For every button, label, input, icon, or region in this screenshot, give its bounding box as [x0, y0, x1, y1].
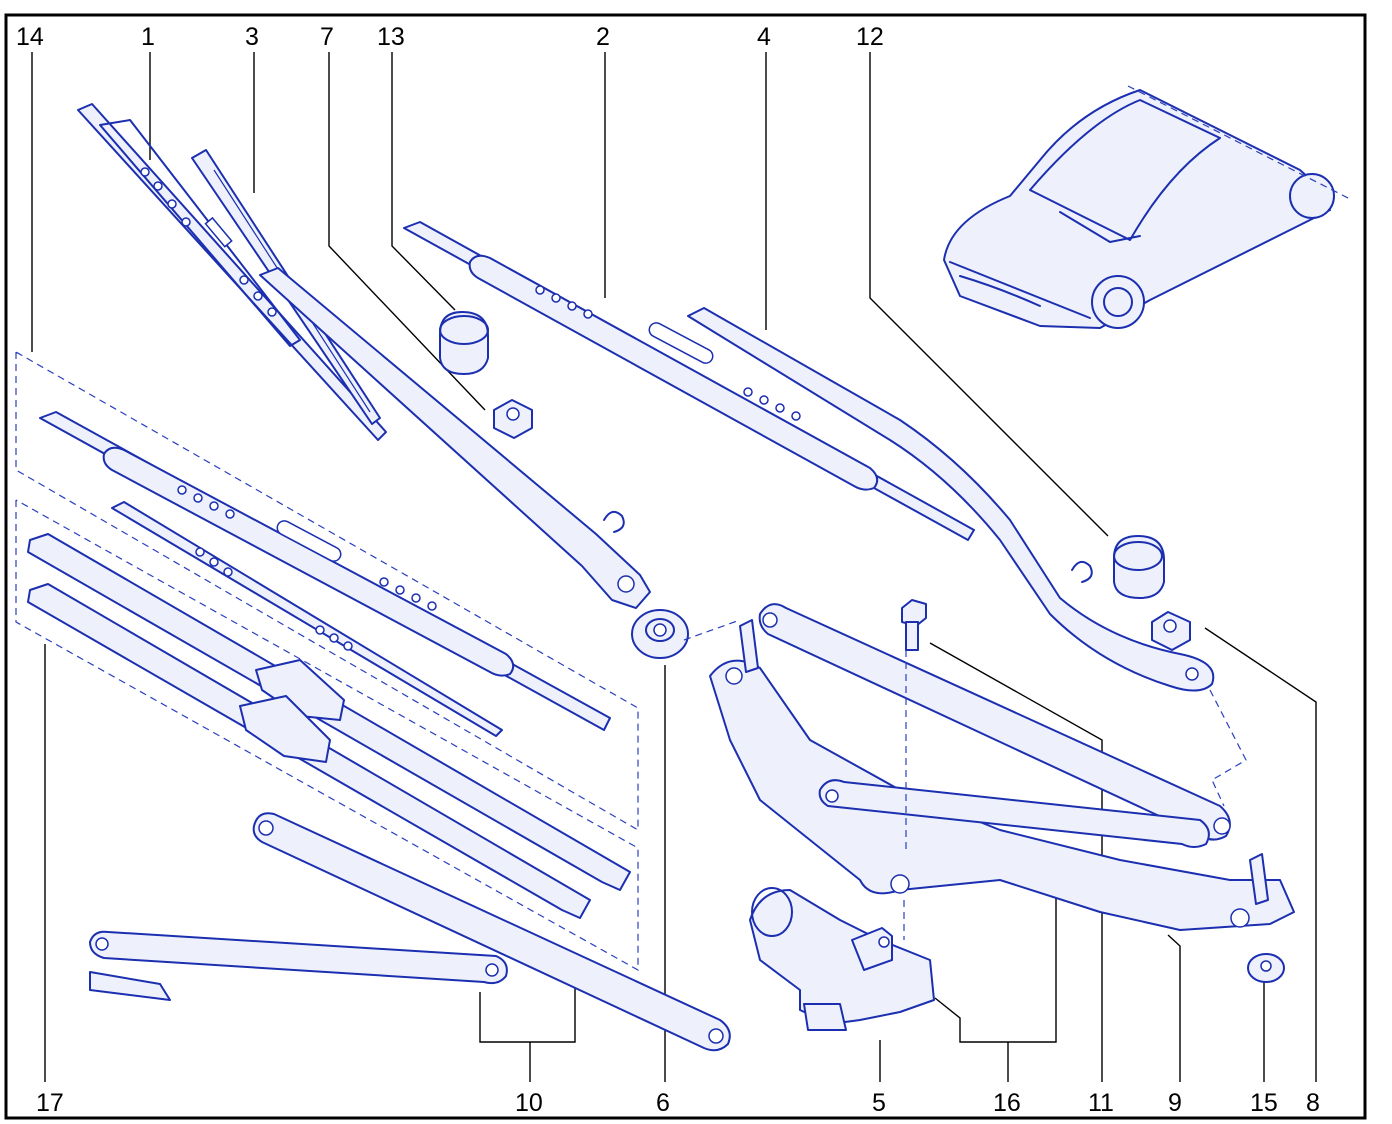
part-13-nut — [493, 399, 533, 439]
callout-10: 10 — [515, 1089, 543, 1117]
leader-lines — [31, 52, 1317, 1082]
callout-5: 5 — [872, 1089, 886, 1117]
part-1-wiper-blade — [77, 103, 387, 441]
kit-outline-14 — [15, 351, 639, 832]
callout-labels: 14 1 3 7 13 2 4 12 17 10 6 5 16 11 9 15 … — [16, 23, 1320, 1117]
callout-14: 14 — [16, 23, 44, 51]
diagram-border — [4, 13, 1367, 1120]
part-10-linkage-rods — [89, 812, 731, 1052]
callout-7: 7 — [320, 23, 334, 51]
callout-2: 2 — [596, 23, 610, 51]
part-5-wiper-motor — [749, 887, 935, 1031]
kit-outline-17 — [15, 499, 639, 972]
part-11-bolt — [901, 599, 927, 651]
callout-13: 13 — [377, 23, 405, 51]
part-8-nut — [1151, 611, 1191, 651]
callout-6: 6 — [656, 1089, 670, 1117]
callout-3: 3 — [245, 23, 259, 51]
callout-17: 17 — [36, 1089, 64, 1117]
part-15-grommet — [1247, 953, 1285, 983]
car-location-illustration — [943, 85, 1353, 329]
callout-15: 15 — [1250, 1089, 1278, 1117]
part-14-blade-kit — [39, 411, 611, 737]
part-17-flat-blade-kit — [27, 533, 631, 919]
part-13-nut-cap — [439, 311, 489, 375]
part-2-wiper-blade — [403, 221, 975, 541]
part-12-nut-cap — [1113, 535, 1165, 599]
callout-12: 12 — [856, 23, 884, 51]
callout-1: 1 — [141, 23, 155, 51]
callout-8: 8 — [1306, 1089, 1320, 1117]
part-9-wiper-linkage-frame — [709, 603, 1295, 931]
part-4-wiper-arm — [687, 307, 1215, 692]
callout-4: 4 — [757, 23, 771, 51]
part-6-grommet — [631, 609, 741, 659]
part-7-wiper-arm — [259, 267, 651, 609]
callout-11: 11 — [1088, 1089, 1114, 1117]
callout-16: 16 — [993, 1089, 1021, 1117]
callout-9: 9 — [1168, 1089, 1182, 1117]
